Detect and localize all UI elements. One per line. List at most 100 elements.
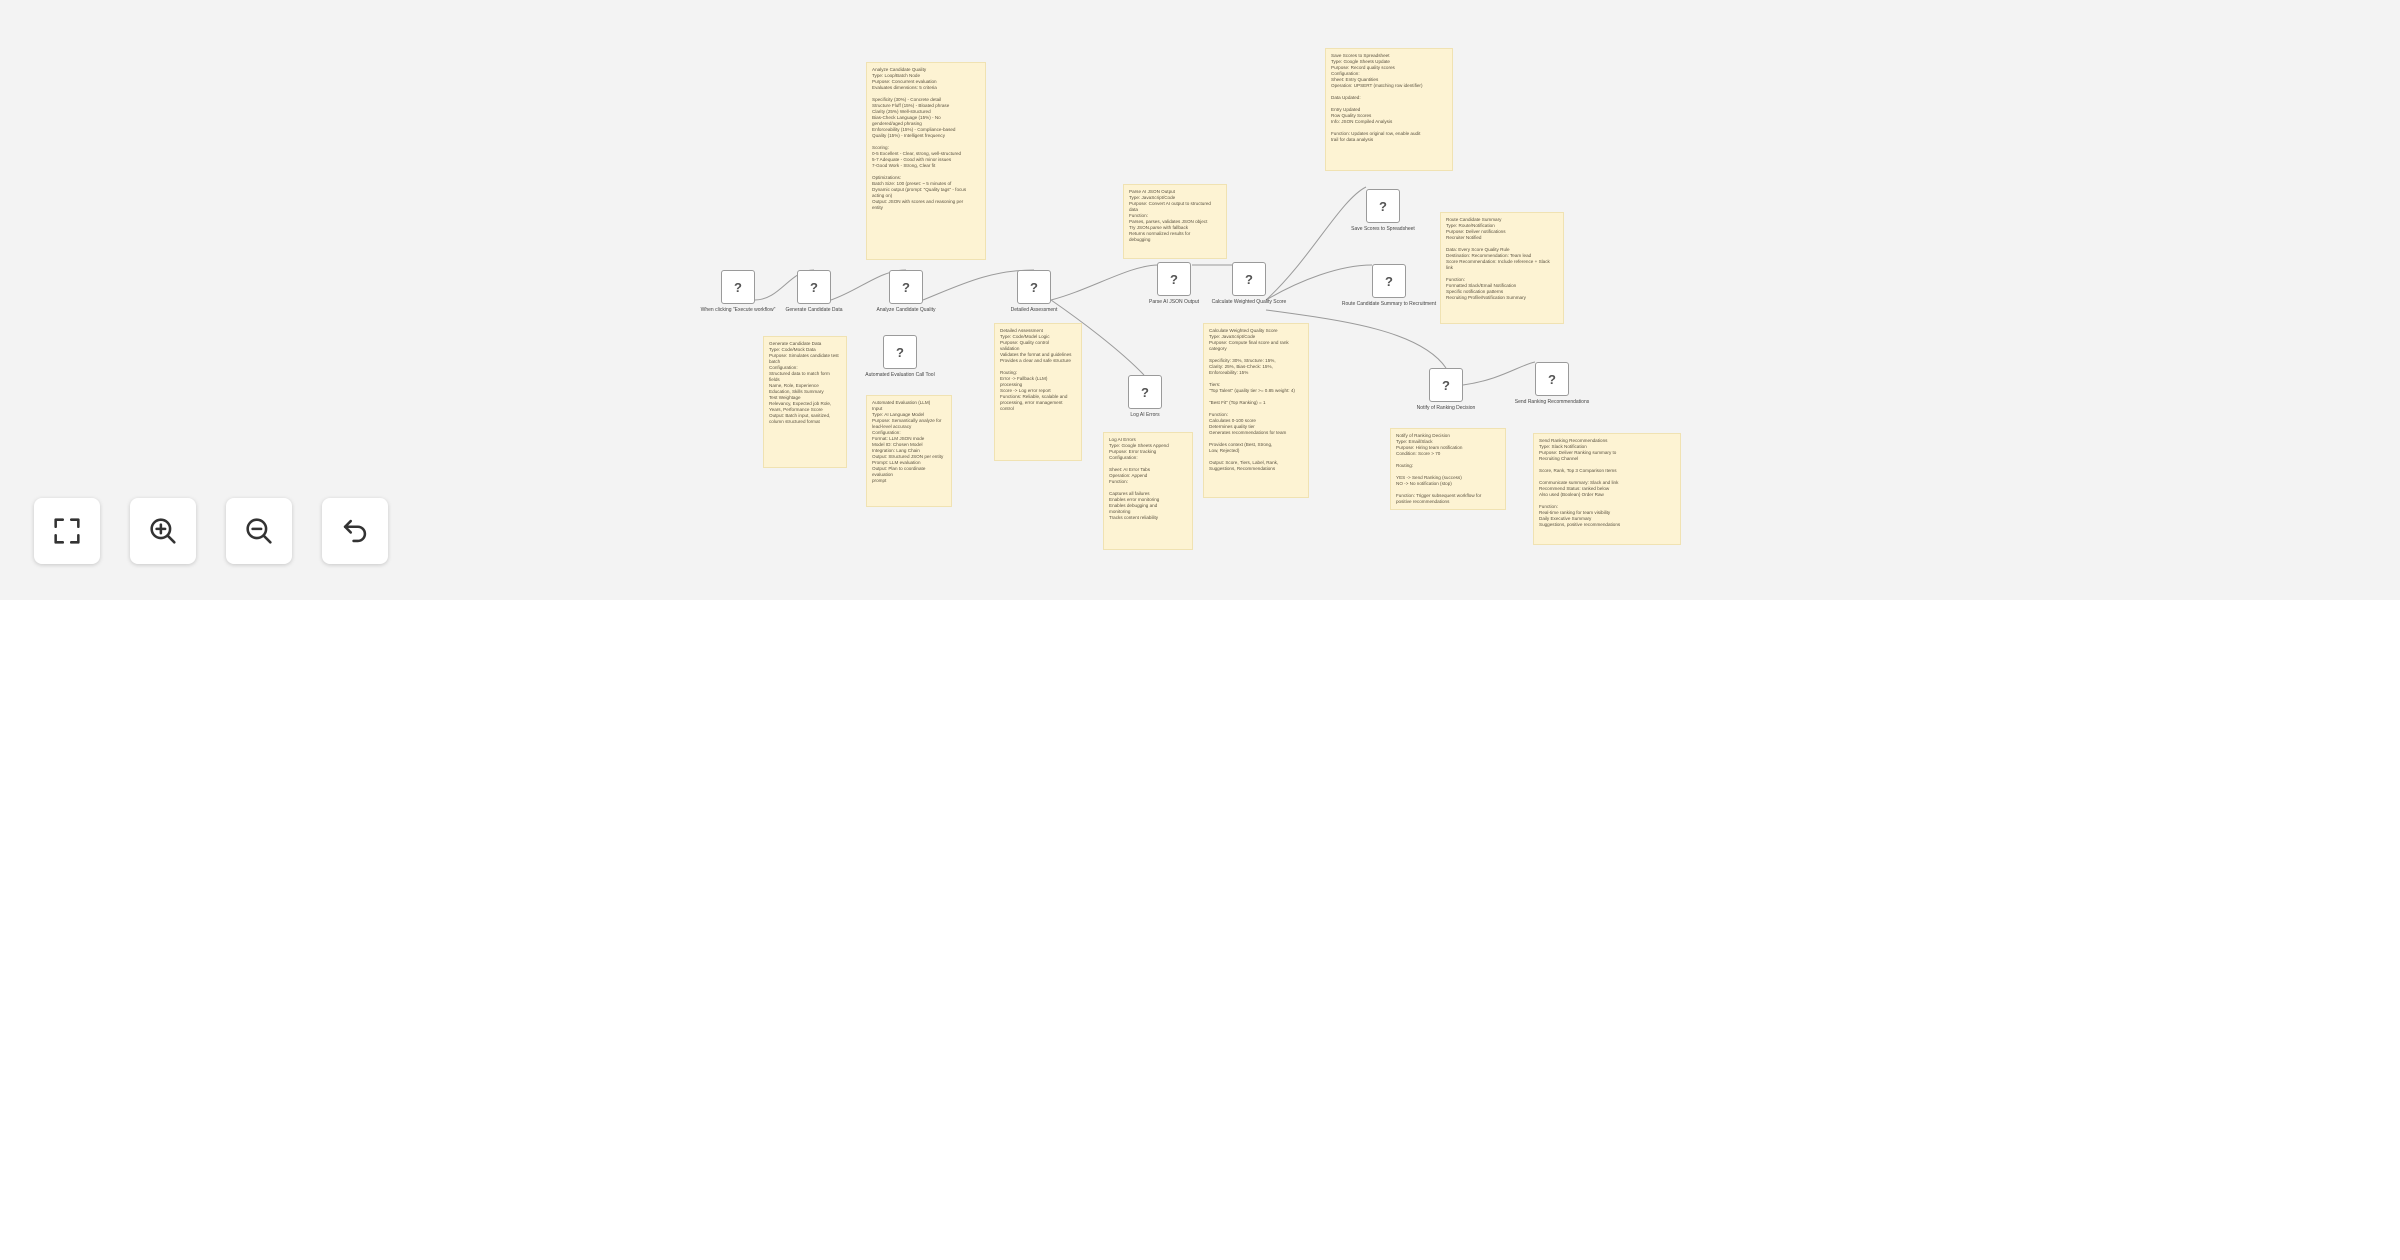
note-line: Recommend Status: ranked below — [1539, 486, 1610, 491]
note-line: Scoring: — [872, 145, 889, 150]
node-label: When clicking "Execute workflow" — [700, 307, 776, 313]
unknown-node-icon: ? — [1372, 264, 1406, 298]
note-line: Function: — [1446, 277, 1465, 282]
note-line: Integration: Lang Chain — [872, 448, 920, 453]
note-line: "Best Fit" (Top Ranking) = 1 — [1209, 400, 1266, 405]
node-automated-evaluation[interactable]: ? Automated Evaluation Call Tool — [848, 335, 952, 378]
note-line: Save Scores to Spreadsheet — [1331, 53, 1390, 58]
note-line: Routing: — [1396, 463, 1414, 468]
note-line: Clarity: 25%, Bias-Check: 15%, — [1209, 364, 1273, 369]
note-line: Calculates 0-100 score — [1209, 418, 1256, 423]
note-line: Daily Executive Summary — [1539, 516, 1592, 521]
unknown-node-icon: ? — [1535, 362, 1569, 396]
reset-zoom-button[interactable] — [322, 498, 388, 564]
fit-to-view-icon — [54, 518, 80, 544]
unknown-node-icon: ? — [797, 270, 831, 304]
note-line: Type: AI Language Model — [872, 412, 925, 417]
node-label: Automated Evaluation Call Tool — [865, 372, 935, 378]
unknown-node-icon: ? — [1017, 270, 1051, 304]
note-line: Score -> Log error report — [1000, 388, 1051, 393]
note-line: Specific notification patterns — [1446, 289, 1504, 294]
note-line: positive recommendations — [1396, 499, 1450, 504]
note-line: prompt — [872, 478, 887, 483]
note-line: Suggestions, Recommendations — [1209, 466, 1276, 471]
note-line: Routing: — [1000, 370, 1018, 375]
note-line: Specificity: 30%, Structure: 15%, — [1209, 358, 1276, 363]
unknown-node-icon: ? — [883, 335, 917, 369]
note-line: Real-time ranking for team visibility — [1539, 510, 1611, 515]
node-detailed-assessment[interactable]: ? Detailed Assessment — [982, 270, 1086, 313]
note-line: Parses, parses, validates JSON object — [1129, 219, 1208, 224]
node-send-ranking[interactable]: ? Send Ranking Recommendations — [1500, 362, 1604, 405]
node-notify-ranking-decision[interactable]: ? Notify of Ranking Decision — [1394, 368, 1498, 411]
note-line: Route Candidate Summary — [1446, 217, 1502, 222]
note-line: Batch Size: 100 (preset: ~ 5 minutes of — [872, 181, 952, 186]
unknown-node-icon: ? — [1429, 368, 1463, 402]
connection-line — [1265, 264, 1373, 301]
zoom-out-button[interactable] — [226, 498, 292, 564]
unknown-node-icon: ? — [721, 270, 755, 304]
note-line: Enforceability (15%) - Compliance-based — [872, 127, 956, 132]
node-label: Log AI Errors — [1130, 412, 1160, 418]
note-line: Type: Code/Model Logic — [1000, 334, 1050, 339]
fit-to-view-button[interactable] — [34, 498, 100, 564]
note-line: Quality (15%) - Intelligent frequency — [872, 133, 946, 138]
note-line: Sheet: AI Error Tabs — [1109, 467, 1151, 472]
note-line: column structured format — [769, 419, 820, 424]
note-line: Captures all failures — [1109, 491, 1150, 496]
note-line: Destination: Recommendation: Team lead — [1446, 253, 1532, 258]
note-line: Type: Google Sheets Append — [1109, 443, 1169, 448]
note-line: Detailed Assessment — [1000, 328, 1043, 333]
note-line: control — [1000, 406, 1014, 411]
note-line: Output: Plan to coordinate evaluation — [872, 466, 926, 477]
note-line: Purpose: Hiring team notification — [1396, 445, 1463, 450]
note-line: Function: — [1209, 412, 1228, 417]
note-line: Generates recommendations for team — [1209, 430, 1287, 435]
note-line: Function: Updates original row, enable a… — [1331, 131, 1421, 136]
note-line: Purpose: Compute final score and rank — [1209, 340, 1289, 345]
workflow-canvas[interactable]: ? When clicking "Execute workflow" ? Gen… — [0, 0, 2400, 600]
note-line: Enables error monitoring — [1109, 497, 1160, 502]
node-analyze-candidate-quality[interactable]: ? Analyze Candidate Quality — [854, 270, 958, 313]
note-line: Notify of Ranking Decision — [1396, 433, 1450, 438]
note-line: Automated Evaluation (LLM) — [872, 400, 931, 405]
node-log-ai-errors[interactable]: ? Log AI Errors — [1093, 375, 1197, 418]
note-line: link — [1446, 265, 1453, 270]
note-line: Purpose: Semantically analyze for — [872, 418, 942, 423]
note-line: Calculate Weighted Quality Score — [1209, 328, 1278, 333]
note-line: Type: Code/Mock Data — [769, 347, 816, 352]
note-line: Tracks content reliability — [1109, 515, 1159, 520]
node-generate-candidate-data[interactable]: ? Generate Candidate Data — [762, 270, 866, 313]
note-line: Type: Slack Notification — [1539, 444, 1587, 449]
unknown-node-icon: ? — [1157, 262, 1191, 296]
note-line: gendered/aged phrasing — [872, 121, 922, 126]
note-line: Output: Batch input, sanitized, — [769, 413, 831, 418]
node-manual-trigger[interactable]: ? When clicking "Execute workflow" — [686, 270, 790, 313]
note-line: Type: JavaScript/Code — [1209, 334, 1256, 339]
note-line: trail for data analysis — [1331, 137, 1374, 142]
zoom-in-button[interactable] — [130, 498, 196, 564]
note-line: Data Updated: — [1331, 95, 1361, 100]
node-calculate-weighted-score[interactable]: ? Calculate Weighted Quality Score — [1197, 262, 1301, 305]
note-line: Purpose: Record quality scores — [1331, 65, 1395, 70]
note-line: Output: JSON with scores and reasoning p… — [872, 199, 964, 204]
note-line: Type: Email/Slack — [1396, 439, 1433, 444]
node-save-scores[interactable]: ? Save Scores to Spreadsheet — [1331, 189, 1435, 232]
note-line: Parse AI JSON Output — [1129, 189, 1175, 194]
note-line: Generate Candidate Data — [769, 341, 822, 346]
note-line: Function: — [1109, 479, 1128, 484]
note-line: Dynamic output (prompt: "Quality tags" -… — [872, 187, 967, 192]
node-route-candidate-summary[interactable]: ? Route Candidate Summary to Recruitment — [1337, 264, 1441, 307]
node-parse-ai-json[interactable]: ? Parse AI JSON Output — [1122, 262, 1226, 305]
